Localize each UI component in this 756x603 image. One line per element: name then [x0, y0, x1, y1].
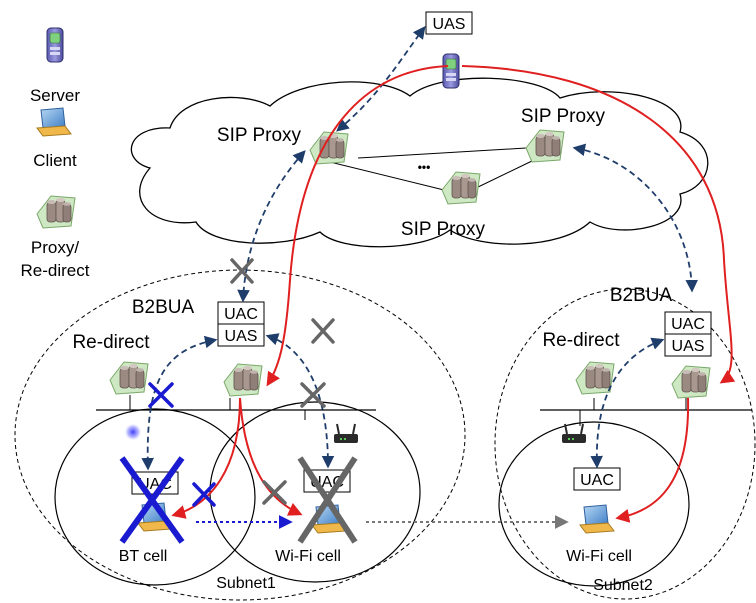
legend-proxy-label-line2: Re-direct	[21, 261, 90, 280]
sip-proxy-left-label: SIP Proxy	[217, 125, 302, 146]
media-server-to-subnet1	[266, 65, 449, 387]
subnet1-b2bua-uac-label: UAC	[224, 306, 258, 323]
client-legend-icon	[36, 107, 72, 137]
subnet1-b2bua-uas-box	[217, 323, 265, 347]
media-b2bua1-to-bt-client	[171, 397, 241, 519]
legend: Server Client Proxy/ Re-direct	[21, 27, 90, 280]
media-server-to-subnet2	[461, 65, 736, 384]
subnet1-b2bua-uas-label: UAS	[225, 328, 258, 345]
sip-proxy-bottom-label: SIP Proxy	[401, 219, 486, 240]
subnet1-label: Subnet1	[216, 575, 276, 592]
subnet2-b2bua-label: B2BUA	[610, 285, 673, 306]
subnet2-b2bua-uas-label: UAS	[672, 338, 705, 355]
top-uas-label: UAS	[433, 16, 466, 33]
signal-uas-to-left-proxy	[336, 25, 426, 132]
media-b2bua2-to-client	[615, 397, 690, 523]
subnet1-redirect-label: Re-direct	[72, 332, 150, 353]
signal-b2bua2-to-uac	[590, 337, 665, 469]
failure-marks	[148, 258, 335, 507]
signal-b2bua1-to-wifi1-uac	[265, 333, 335, 469]
proxy-link-right	[475, 159, 535, 189]
wifi-router-1-icon	[333, 423, 359, 444]
proxy-legend-icon	[36, 195, 76, 229]
subnet2-client-uac-label: UAC	[580, 472, 614, 489]
wifi-cell-2-label: Wi-Fi cell	[566, 548, 632, 565]
wifi1-uac-failure-mark	[297, 456, 358, 544]
subnet2-label: Subnet2	[593, 577, 653, 594]
signal-b2bua1-to-bt-uac	[141, 335, 218, 471]
fail-mark-wifi1-signal	[300, 382, 326, 408]
bt-uac-failure-mark	[119, 456, 185, 544]
subnet2-b2bua-uas-box	[664, 333, 712, 357]
media-paths	[171, 65, 736, 523]
media-b2bua1-to-wifi1-client	[239, 397, 303, 516]
fail-mark-left-proxy-link	[230, 258, 254, 284]
subnet1-b2bua-proxy-icon	[223, 363, 263, 397]
proxy-link-top	[357, 147, 527, 159]
correspondent-server-icon	[442, 53, 460, 89]
subnet2-b2bua-uac-label: UAC	[671, 316, 705, 333]
server-legend-icon	[46, 27, 64, 63]
subnet1-b2bua-label: B2BUA	[132, 297, 195, 318]
signal-left-proxy-to-b2bua1	[237, 150, 306, 303]
subnet2-b2bua-proxy-icon	[671, 365, 711, 399]
subnet2-redirect-icon	[575, 361, 615, 395]
wifi-router-2-icon	[561, 423, 587, 444]
fail-mark-media-subnet1	[311, 318, 335, 344]
signalling-paths	[141, 25, 699, 471]
fail-mark-wifi1-media	[262, 480, 287, 505]
subnet1-boundary	[14, 269, 466, 601]
proxy-link-left	[329, 161, 445, 191]
fail-mark-bt-media	[192, 482, 216, 507]
sip-proxy-right-label: SIP Proxy	[521, 106, 606, 127]
wifi-cell-1-label: Wi-Fi cell	[275, 548, 341, 565]
fail-mark-bt-signal	[148, 382, 174, 408]
subnet2-client-laptop-icon	[579, 504, 615, 534]
bluetooth-access-point-icon	[124, 423, 142, 441]
signal-right-proxy-to-b2bua2	[572, 143, 699, 293]
legend-proxy-label-line1: Proxy/	[31, 238, 79, 257]
legend-client-label: Client	[33, 151, 77, 170]
bt-cell-label: BT cell	[119, 548, 168, 565]
subnet2-redirect-label: Re-direct	[542, 330, 620, 351]
subnet1-redirect-icon	[109, 361, 149, 395]
top-uas-box	[425, 11, 473, 35]
legend-server-label: Server	[30, 86, 80, 105]
proxy-ellipsis: •••	[418, 160, 431, 174]
